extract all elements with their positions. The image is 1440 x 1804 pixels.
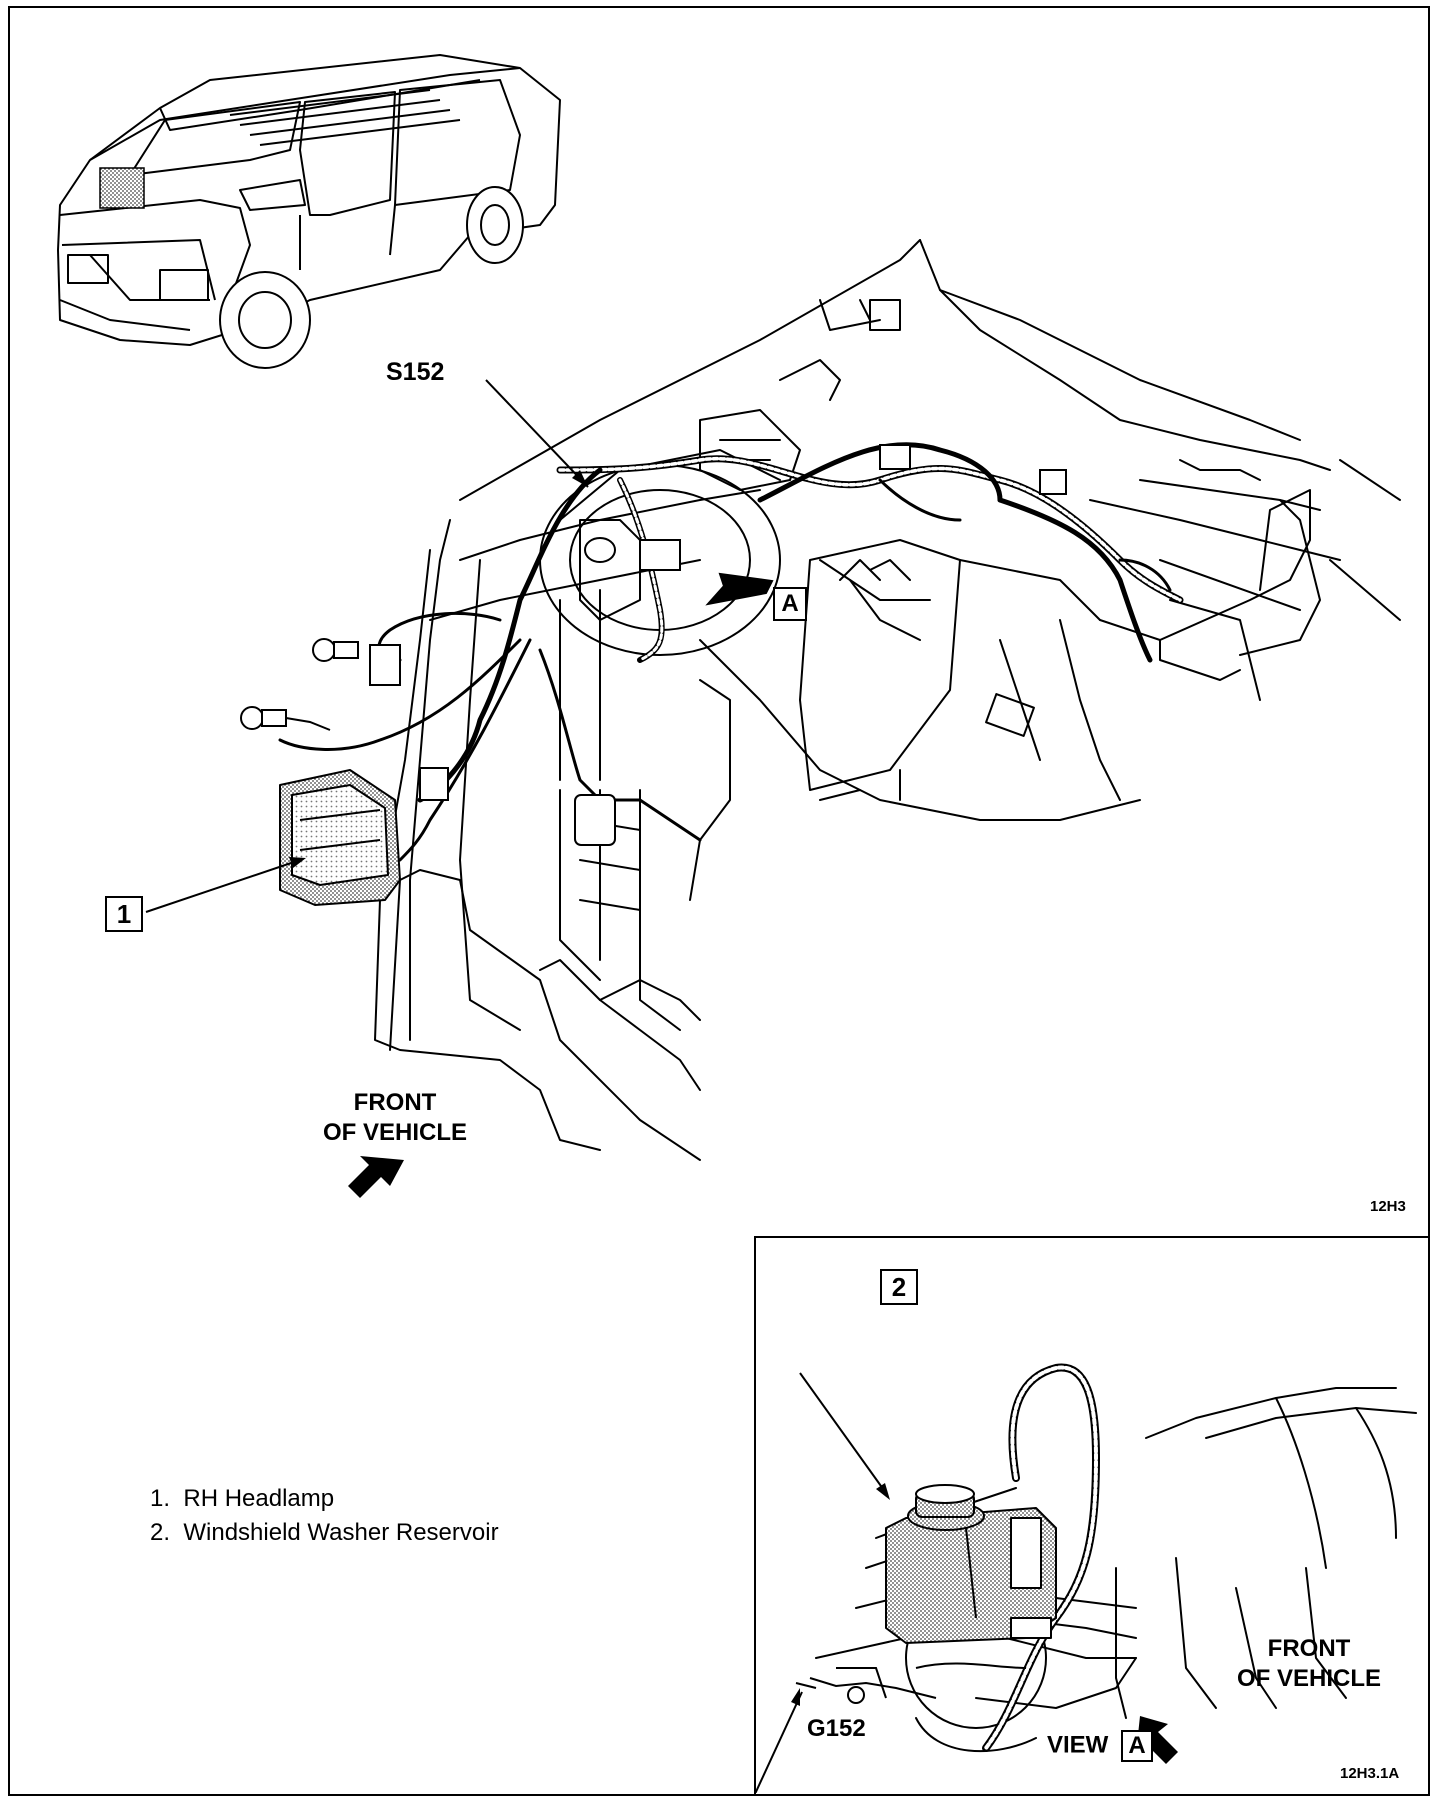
leader-lines [145, 379, 589, 913]
front-of-vehicle-inset: FRONT OF VEHICLE [1214, 1634, 1404, 1694]
legend-number: 1. [150, 1485, 171, 1512]
view-label: VIEW A [1047, 1730, 1154, 1762]
washer-reservoir-illustration [756, 1363, 1417, 1793]
figure-code-inset: 12H3.1A [1340, 1765, 1400, 1782]
legend-text: RH Headlamp [183, 1485, 335, 1512]
diagram-frame [8, 6, 1430, 1796]
legend-number: 2. [150, 1519, 171, 1546]
ground-label-g152: G152 [807, 1715, 866, 1742]
front-main-line2: OF VEHICLE [322, 1119, 467, 1146]
washer-reservoir-art [885, 1484, 1057, 1644]
front-inset-line2: OF VEHICLE [1236, 1665, 1381, 1692]
front-of-vehicle-main: FRONT OF VEHICLE [300, 1088, 490, 1148]
front-arrow-main [348, 1156, 404, 1198]
view-letter-box: A [1121, 1730, 1154, 1762]
legend-text: Windshield Washer Reservoir [183, 1519, 499, 1546]
callout-1: 1 [105, 896, 143, 932]
legend-item-1: 1. RH Headlamp [150, 1482, 499, 1516]
front-inset-line1: FRONT [1267, 1635, 1351, 1662]
figure-code-main: 12H3 [1370, 1198, 1406, 1215]
view-a-arrow-callout: A [773, 587, 807, 621]
engine-compartment-art [374, 239, 1401, 1161]
front-arrow-inset [1136, 1716, 1178, 1764]
front-main-line1: FRONT [353, 1089, 437, 1116]
leader-arrowheads [289, 470, 588, 868]
view-a-inset: 2 G152 VIEW A FRONT OF VEHICLE 12H3.1A [754, 1236, 1430, 1796]
legend-item-2: 2. Windshield Washer Reservoir [150, 1516, 499, 1550]
callout-2: 2 [880, 1269, 918, 1305]
parts-legend: 1. RH Headlamp 2. Windshield Washer Rese… [150, 1482, 499, 1550]
rh-headlamp-art [279, 769, 401, 906]
view-a-pointer-arrow [705, 572, 774, 606]
van-locator-icon [57, 54, 561, 369]
bulb-connector-art [240, 444, 1067, 846]
view-word: VIEW [1047, 1731, 1109, 1759]
splice-label-s152: S152 [386, 358, 445, 386]
locator-highlight [99, 167, 145, 209]
